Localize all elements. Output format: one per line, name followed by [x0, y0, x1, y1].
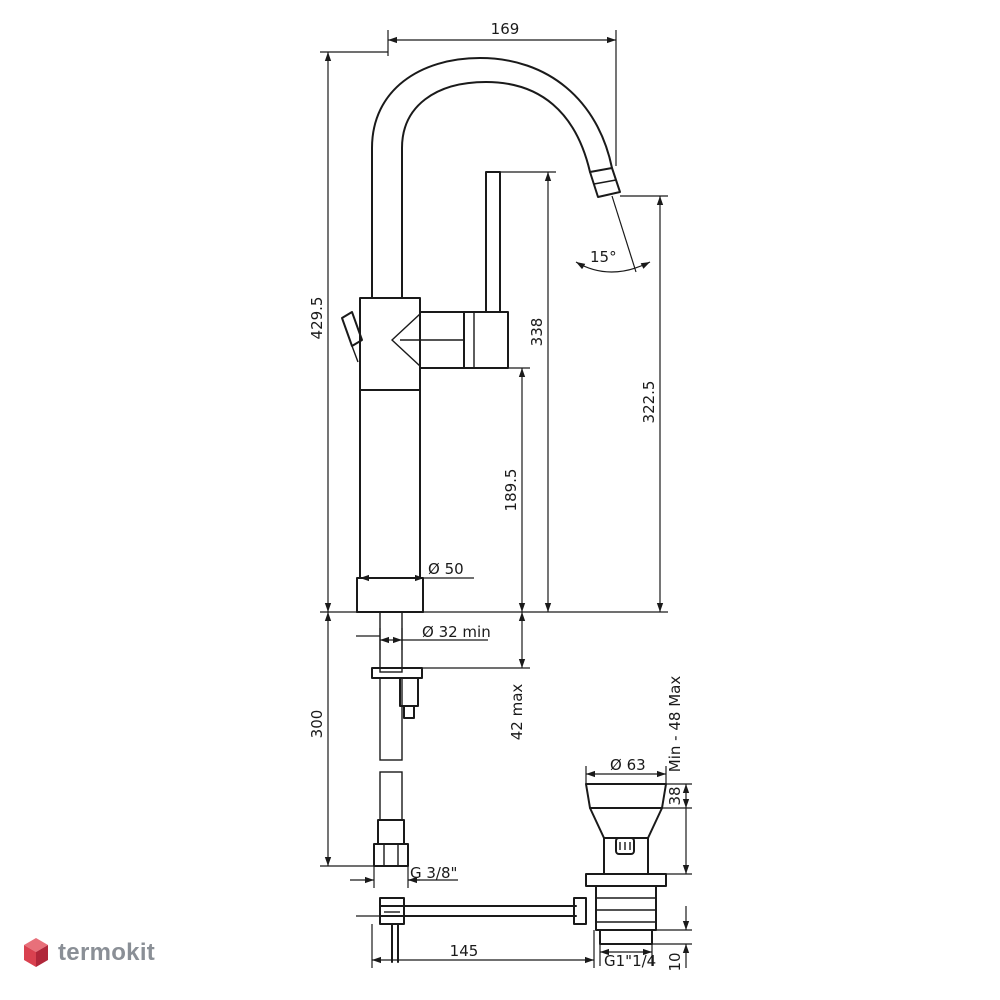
dim-waste-range: Min - 48 Max	[666, 676, 684, 773]
dim-hose-length: 300	[308, 710, 326, 739]
dim-width-top: 169	[491, 20, 520, 38]
dim-thread-height: 10	[666, 952, 684, 971]
dim-height-body: 189.5	[502, 469, 520, 512]
popup-rod	[379, 897, 587, 963]
dim-max-thickness: 42 max	[508, 684, 526, 741]
brand-name: termokit	[58, 939, 156, 966]
dim-height-spout: 322.5	[640, 381, 658, 424]
dim-waste-thread: G1"1/4	[604, 952, 656, 970]
dim-rod-length: 145	[450, 942, 479, 960]
dimension-lines	[320, 30, 692, 968]
waste-drain	[585, 783, 667, 945]
dim-height-lever: 338	[528, 318, 546, 347]
supply-hose	[371, 611, 423, 867]
faucet-body	[341, 171, 509, 613]
dim-angle: 15°	[590, 248, 617, 266]
spout	[371, 57, 621, 299]
dim-hole-diameter: Ø 32 min	[422, 623, 491, 641]
brand-logo-icon	[24, 938, 48, 967]
dim-body-diameter: Ø 50	[428, 560, 464, 578]
dim-waste-diameter: Ø 63	[610, 756, 646, 774]
dim-height-total: 429.5	[308, 297, 326, 340]
brand-watermark: termokit	[22, 936, 155, 970]
dim-connection: G 3/8"	[410, 864, 457, 882]
dim-waste-height: 38	[666, 786, 684, 805]
